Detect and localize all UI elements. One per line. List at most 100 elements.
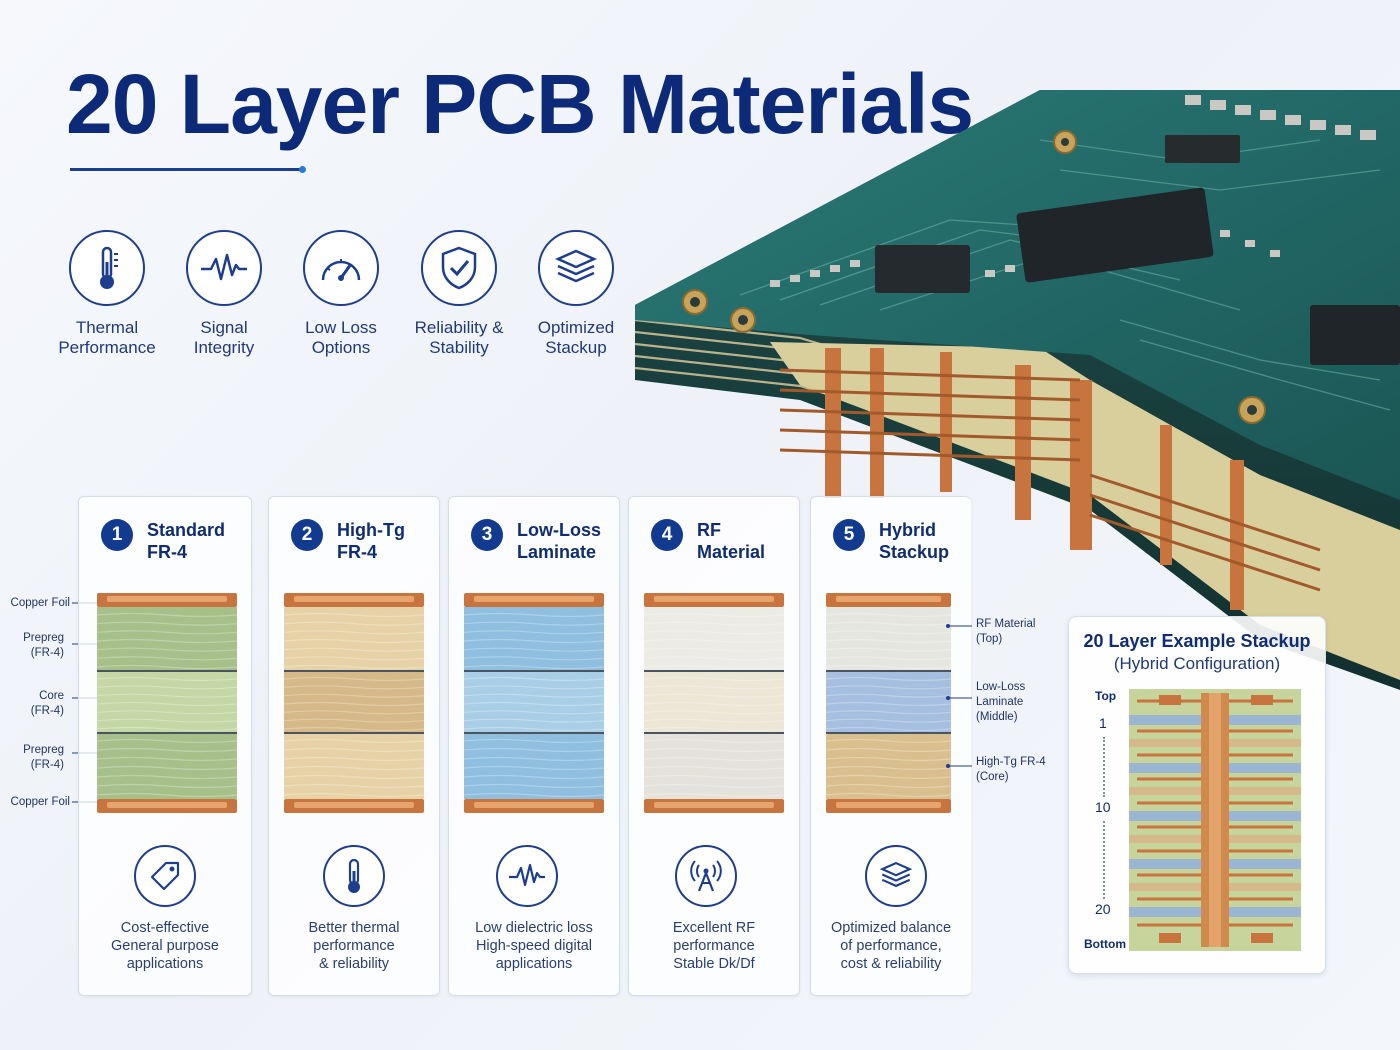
price-tag-icon <box>134 845 196 907</box>
material-texture-line <box>464 676 604 682</box>
material-texture-line <box>464 693 604 698</box>
layers-icon <box>865 845 927 907</box>
card-description: Cost-effective General purpose applicati… <box>110 920 219 972</box>
card-description: Low dielectric loss High-speed digital a… <box>475 920 593 972</box>
material-texture-line <box>284 747 424 753</box>
material-texture-line <box>826 726 951 732</box>
layer-divider <box>284 732 424 734</box>
material-texture-line <box>644 747 784 753</box>
layer-divider <box>644 732 784 734</box>
card-description: Better thermal performance & reliability <box>308 920 400 972</box>
copper-highlight <box>654 596 774 602</box>
copper-highlight <box>836 596 941 602</box>
material-texture-line <box>97 765 237 771</box>
feature-stackup: Optimized Stackup <box>506 230 646 358</box>
copper-highlight <box>474 596 594 602</box>
material-texture-line <box>464 656 604 661</box>
layer-mark: 20 <box>1095 901 1111 917</box>
material-texture-line <box>97 676 237 682</box>
waveform-icon <box>496 845 558 907</box>
material-texture-line <box>464 718 604 723</box>
material-texture-line <box>464 726 604 732</box>
material-texture-line <box>826 676 951 682</box>
prepreg-layer <box>826 733 951 799</box>
material-texture-line <box>826 783 951 789</box>
material-texture-line <box>464 747 604 753</box>
material-texture-line <box>644 664 784 670</box>
material-texture-line <box>826 664 951 670</box>
material-texture-line <box>644 738 784 744</box>
copper-foil-label: Copper Foil <box>10 597 70 609</box>
material-texture-line <box>826 656 951 661</box>
shield-check-icon <box>421 230 497 306</box>
core-layer <box>284 671 424 733</box>
material-texture-line <box>826 685 951 690</box>
material-texture-line <box>97 726 237 732</box>
pcb-board-illustration <box>634 90 1400 690</box>
material-texture-line <box>826 612 951 618</box>
prepreg-layer <box>97 607 237 671</box>
feature-label: Signal Integrity <box>193 318 255 357</box>
low-loss-label: Low-Loss Laminate (Middle) <box>976 681 1026 723</box>
material-card-hybrid: 5 Hybrid Stackup Optimized balance of pe… <box>810 496 971 996</box>
material-texture-line <box>284 647 424 652</box>
material-texture-line <box>644 685 784 690</box>
material-texture-line <box>644 647 784 652</box>
material-texture-line <box>644 783 784 789</box>
material-texture-line <box>97 630 237 635</box>
material-texture-line <box>97 656 237 661</box>
example-stackup-cross-section <box>1129 689 1301 951</box>
material-texture-line <box>644 726 784 732</box>
card-number-badge: 2 <box>291 519 323 551</box>
stackup-diagram <box>464 593 604 813</box>
material-texture-line <box>464 783 604 789</box>
material-texture-line <box>826 774 951 780</box>
title-underline <box>70 168 302 171</box>
material-texture-line <box>644 718 784 723</box>
material-texture-line <box>97 774 237 780</box>
layer-divider <box>826 670 951 672</box>
card-title: Hybrid Stackup <box>879 520 950 562</box>
material-texture-line <box>826 718 951 723</box>
card-title: RF Material <box>697 520 766 562</box>
material-texture-line <box>826 738 951 744</box>
material-texture-line <box>826 710 951 715</box>
prepreg-label: Prepreg (FR-4) <box>23 632 64 659</box>
prepreg-layer <box>644 733 784 799</box>
material-texture-line <box>97 738 237 744</box>
material-texture-line <box>464 701 604 707</box>
material-texture-line <box>826 792 951 798</box>
material-card-low-loss: 3 Low-Loss Laminate Low dielectric loss … <box>448 496 620 996</box>
layers-icon <box>538 230 614 306</box>
stackup-diagram <box>97 593 237 813</box>
material-texture-line <box>284 710 424 715</box>
material-texture-line <box>284 792 424 798</box>
feature-label: Reliability & Stability <box>414 318 504 357</box>
material-texture-line <box>284 676 424 682</box>
rf-material-label: RF Material (Top) <box>976 618 1036 645</box>
material-texture-line <box>284 765 424 771</box>
prepreg-layer <box>644 607 784 671</box>
material-texture-line <box>464 774 604 780</box>
material-texture-line <box>97 756 237 762</box>
stackup-diagram <box>284 593 424 813</box>
copper-highlight <box>836 802 941 808</box>
material-texture-line <box>284 621 424 626</box>
prepreg-layer <box>97 733 237 799</box>
card-number-badge: 5 <box>833 519 865 551</box>
card-title: High-Tg FR-4 <box>337 520 405 562</box>
copper-highlight <box>294 596 414 602</box>
page-title: 20 Layer PCB Materials <box>66 57 974 151</box>
prepreg-layer <box>284 733 424 799</box>
material-texture-line <box>464 792 604 798</box>
material-card-rf: 4 RF Material Excellent RF performance S… <box>628 496 800 996</box>
antenna-icon <box>675 845 737 907</box>
layer-divider <box>826 732 951 734</box>
material-texture-line <box>97 710 237 715</box>
material-texture-line <box>464 621 604 626</box>
material-texture-line <box>97 792 237 798</box>
material-texture-line <box>284 701 424 707</box>
layer-divider <box>464 732 604 734</box>
material-texture-line <box>464 647 604 652</box>
material-texture-line <box>826 756 951 762</box>
